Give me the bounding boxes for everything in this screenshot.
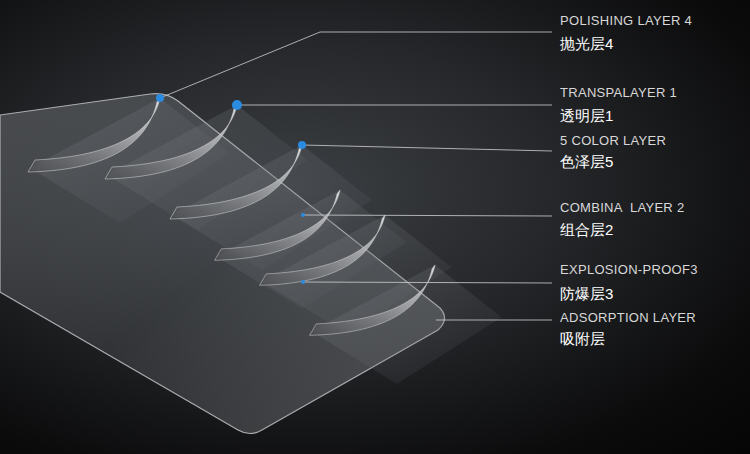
layer-name: POLISHING LAYER 4 [560,14,692,29]
layer-name-chinese: 抛光层4 [560,35,613,52]
layer-name-chinese: 组合层2 [560,221,613,238]
layer-name: TRANSPALAYER 1 [560,86,677,101]
layer-name: ADSORPTION LAYER [560,311,696,326]
layer-name-chinese: 防爆层3 [560,285,613,302]
layer-name: 5 COLOR LAYER [560,134,666,149]
layer-name-chinese: 吸附层 [560,330,605,347]
layer-name: COMBINA LAYER 2 [560,201,685,216]
layer-name: EXPLOSION-PROOF3 [560,263,698,278]
layer-name-chinese: 透明层1 [560,107,613,124]
layer-name-chinese: 色泽层5 [560,153,613,170]
